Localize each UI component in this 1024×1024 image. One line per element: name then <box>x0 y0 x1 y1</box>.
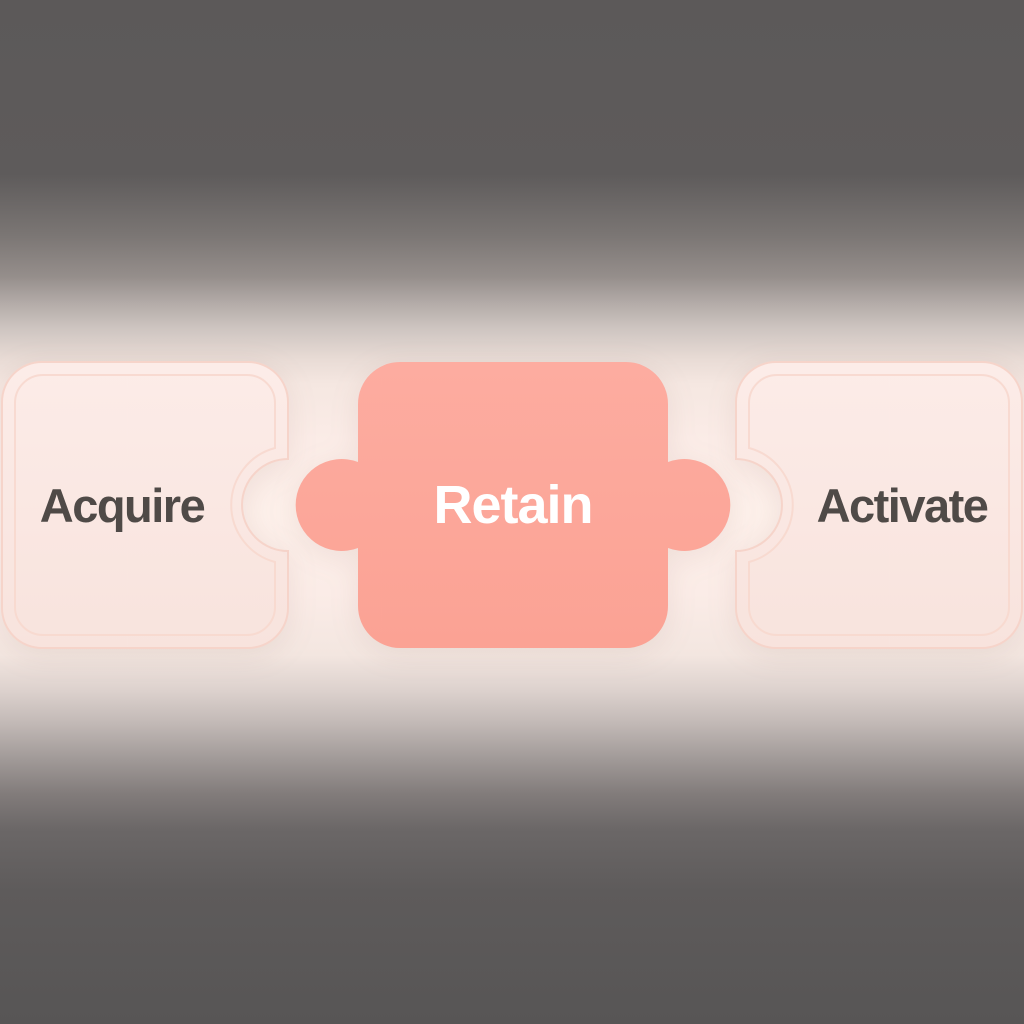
retain-piece-shape <box>295 362 731 648</box>
puzzle-piece-acquire: Acquire <box>1 361 289 649</box>
acquire-piece-outline <box>1 361 289 649</box>
activate-piece-shape <box>735 361 1023 649</box>
puzzle-piece-retain: Retain <box>294 362 732 648</box>
acquire-label: Acquire <box>39 478 206 532</box>
activate-label: Activate <box>816 478 989 532</box>
acquire-piece-inner-border <box>14 374 276 636</box>
puzzle-piece-activate: Activate <box>735 361 1023 649</box>
acquire-piece-shape <box>1 361 289 649</box>
retain-label: Retain <box>433 475 593 535</box>
retain-piece-outline <box>295 362 731 648</box>
activate-piece-outline <box>735 361 1023 649</box>
activate-piece-inner-border <box>748 374 1010 636</box>
